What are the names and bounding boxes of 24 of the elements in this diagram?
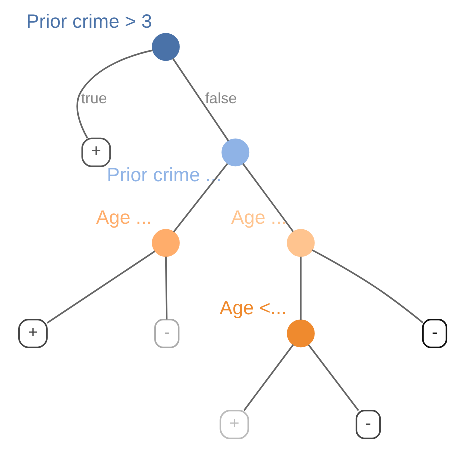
connector xyxy=(164,256,168,320)
connector xyxy=(242,163,294,232)
connector xyxy=(172,163,228,233)
connector xyxy=(243,344,294,412)
node-label: Age ... xyxy=(96,208,152,229)
node-circle xyxy=(152,229,180,258)
connector xyxy=(300,256,302,320)
connector xyxy=(172,58,229,142)
node-circle xyxy=(221,138,250,167)
node-box: - xyxy=(355,410,381,440)
edge-label: true xyxy=(80,90,107,108)
connector xyxy=(312,250,424,324)
node-label: Age ... xyxy=(230,208,287,229)
node-circle xyxy=(286,320,314,348)
node-label: Age <... xyxy=(219,298,286,320)
node-box: - xyxy=(154,318,180,348)
node-circle xyxy=(286,229,314,258)
connector xyxy=(308,344,359,412)
connector xyxy=(76,50,153,139)
connector xyxy=(46,250,156,324)
node-circle xyxy=(152,33,180,62)
node-box: - xyxy=(422,318,448,348)
edge-label: false xyxy=(204,90,237,108)
node-label: Prior crime > 3 xyxy=(26,12,152,33)
